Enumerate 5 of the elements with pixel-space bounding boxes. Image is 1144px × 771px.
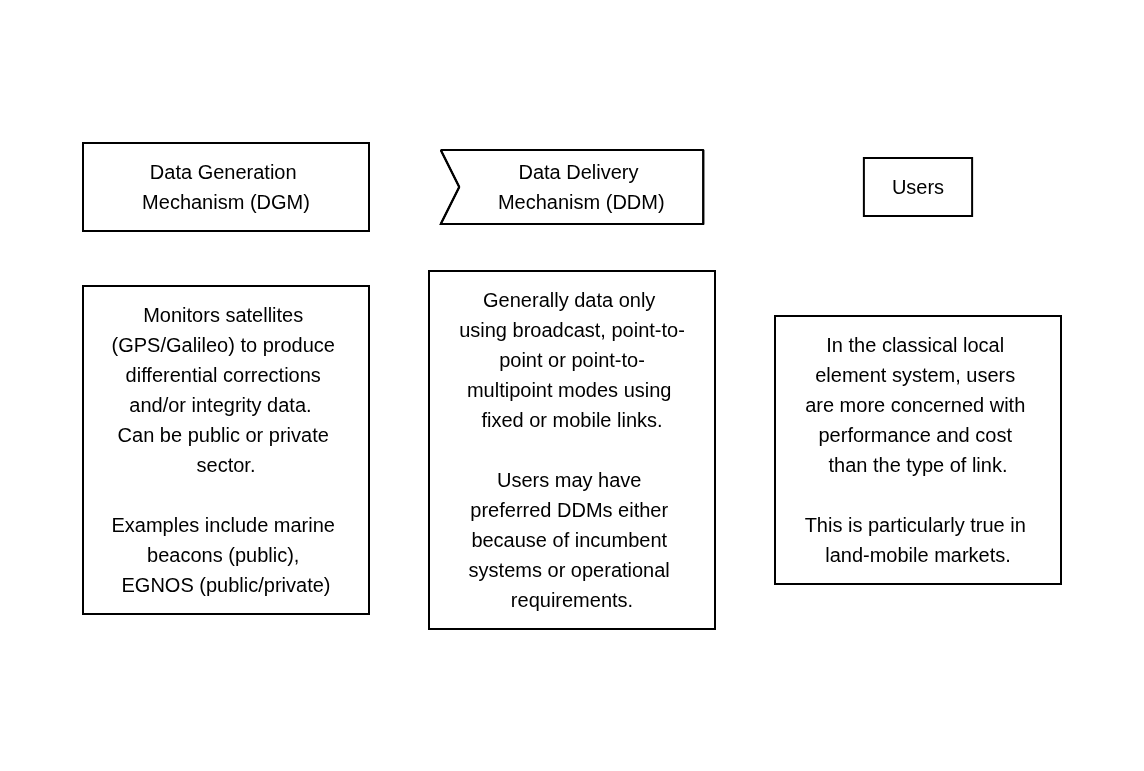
node-box: In the classical local element system, users are more concerned with performance and cost than the type of link. This is particularly true in land-mobile markets. bbox=[774, 314, 1062, 585]
node-box: Users bbox=[862, 156, 974, 217]
node-box: Monitors satellites (GPS/Galileo) to produce differential corrections and/or integrity data. Can be public or private sector. Examples include marine beacons (public), EGNOS (public/private) bbox=[82, 284, 370, 615]
node-box: Generally data only using broadcast, point-to-point or point-to-multipoint modes using fixed or mobile links. Users may have preferred DDMs either because of incumbent systems or operational requirements. bbox=[428, 269, 716, 630]
node-box: Data Generation Mechanism (DGM) bbox=[82, 141, 370, 232]
